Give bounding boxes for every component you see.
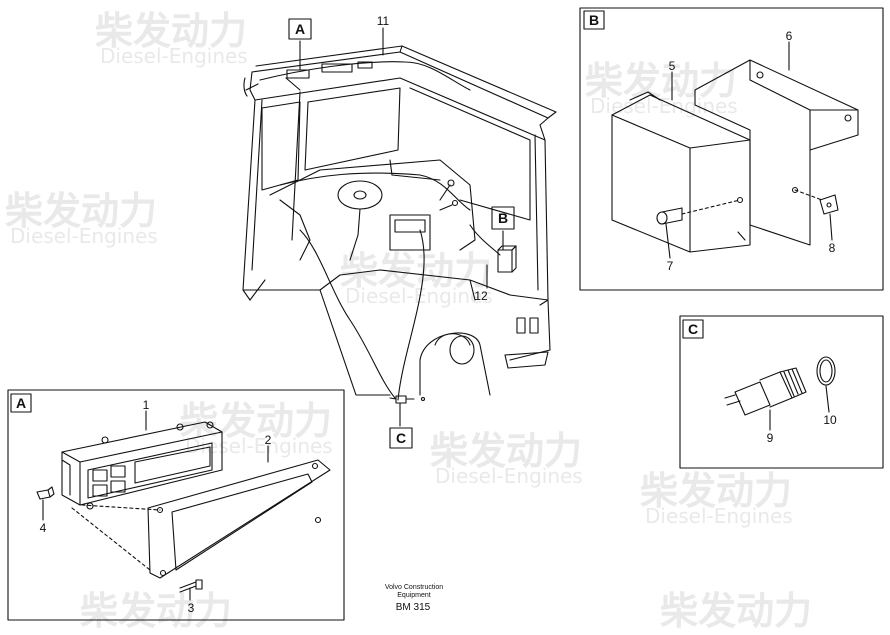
callout-box-a xyxy=(288,18,312,40)
detail-box-c xyxy=(679,315,884,469)
part-number-5: 5 xyxy=(669,59,676,73)
footer-code: BM 315 xyxy=(396,602,431,613)
part-number-8: 8 xyxy=(829,241,836,255)
leader-10 xyxy=(825,385,830,413)
part-number-3: 3 xyxy=(188,601,195,615)
part-number-2: 2 xyxy=(265,433,272,447)
callout-a: A xyxy=(295,21,305,37)
electronic-box xyxy=(611,91,751,253)
o-ring-part xyxy=(816,356,836,386)
footer-company: Volvo Construction xyxy=(385,584,443,591)
part-number-10: 10 xyxy=(823,413,837,427)
callout-box-b xyxy=(491,206,515,230)
bracket-part xyxy=(694,59,859,246)
part-number-4: 4 xyxy=(40,521,47,535)
part-number-11: 11 xyxy=(377,14,390,28)
detail-box-b xyxy=(579,7,884,291)
control-panel-unit xyxy=(61,421,223,510)
sensor-part xyxy=(724,367,807,416)
detail-label-b: B xyxy=(589,12,599,28)
part-number-6: 6 xyxy=(786,29,793,43)
detail-label-box-a xyxy=(10,393,32,413)
detail-label-box-c xyxy=(682,319,704,339)
leader-7 xyxy=(665,223,671,259)
screw-part xyxy=(179,579,203,593)
detail-label-c: C xyxy=(688,321,698,337)
part-number-9: 9 xyxy=(767,431,774,445)
detail-box-a xyxy=(7,389,345,621)
part-number-1: 1 xyxy=(143,398,150,412)
callout-box-c xyxy=(389,427,413,449)
mounting-frame xyxy=(147,459,331,579)
part-number-7: 7 xyxy=(667,259,674,273)
detail-label-box-b xyxy=(583,10,605,30)
cab-illustration xyxy=(242,45,557,404)
callout-b: B xyxy=(498,210,508,226)
part-number-12: 12 xyxy=(474,289,488,303)
nut-part xyxy=(819,194,839,215)
footer-division: Equipment xyxy=(397,592,431,599)
callout-c: C xyxy=(396,430,406,446)
bolt-part xyxy=(656,207,683,225)
leader-8 xyxy=(829,213,833,241)
detail-label-a: A xyxy=(16,395,26,411)
clip-part xyxy=(36,486,55,500)
